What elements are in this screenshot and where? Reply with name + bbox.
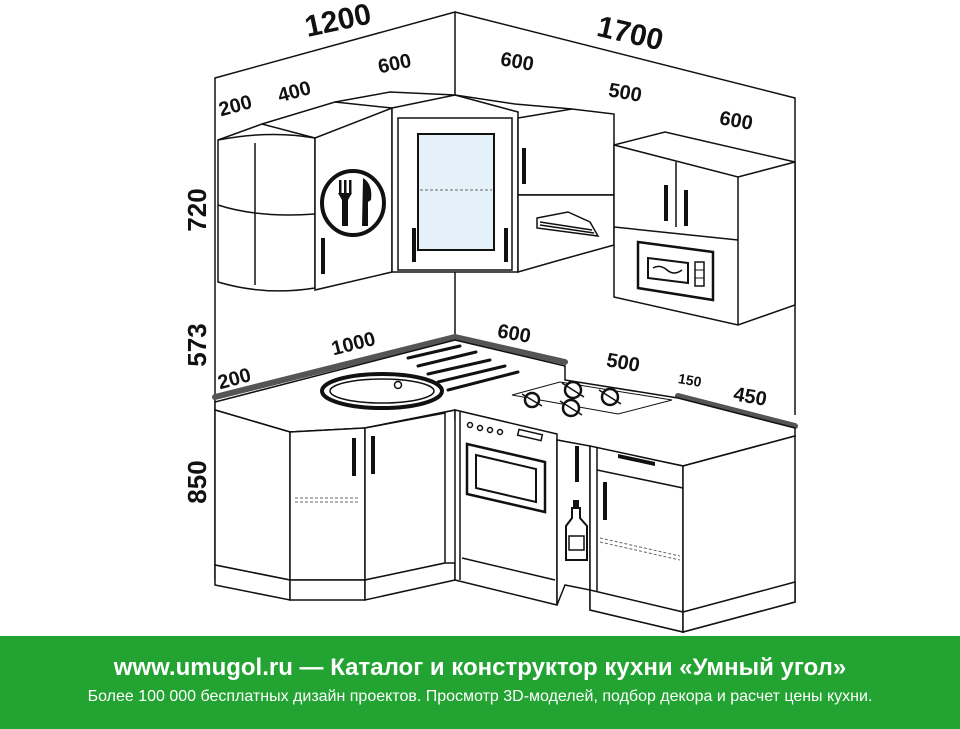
- cabinet-handle: [684, 190, 688, 226]
- kitchen-drawing: 1200 1700 200 400 600 600 500 600 720 57…: [182, 0, 798, 633]
- base-cabinet-corner: [289, 412, 456, 601]
- dimension-labels: 1200 1700 200 400 600 600 500 600 720 57…: [182, 0, 768, 504]
- dim-base-stove: 500: [605, 349, 642, 376]
- cabinet-handle: [504, 228, 508, 262]
- bottle-cabinet: [556, 439, 591, 606]
- footer-title: www.umugol.ru — Каталог и конструктор ку…: [113, 654, 847, 681]
- base-cabinet-left: [214, 408, 291, 601]
- dim-height-upper: 720: [182, 188, 212, 231]
- footer-subtitle: Более 100 000 бесплатных дизайн проектов…: [87, 688, 873, 705]
- dim-upper-left-shelf: 200: [216, 91, 254, 121]
- cabinet-handle: [371, 436, 375, 474]
- base-cabinet-right: [589, 435, 796, 633]
- dim-height-gap: 573: [182, 323, 212, 366]
- upper-right-cabinet: [613, 131, 796, 326]
- dim-height-base: 850: [182, 460, 212, 503]
- dim-upper-corner-left: 600: [376, 50, 413, 78]
- site-footer-banner: www.umugol.ru — Каталог и конструктор ку…: [0, 636, 960, 729]
- dim-upper-right-cabinet: 600: [718, 107, 755, 134]
- dim-upper-left-cabinet: 400: [275, 77, 313, 107]
- cabinet-handle: [664, 185, 668, 221]
- glass-panel: [417, 133, 495, 251]
- microwave-icon: [636, 240, 715, 302]
- upper-cabinet-cutlery: [261, 101, 393, 291]
- upper-corner-glass-cabinet: [334, 91, 573, 273]
- dim-base-bottle: 150: [677, 370, 703, 390]
- dim-upper-hood: 500: [607, 79, 644, 106]
- upper-hood-cabinet: [517, 108, 615, 196]
- sink: [320, 344, 520, 410]
- cabinet-handle: [352, 438, 356, 476]
- dim-base-right: 450: [732, 383, 769, 410]
- bottle-icon: [565, 500, 588, 561]
- upper-open-shelf: [217, 123, 316, 292]
- cabinet-handle: [321, 238, 325, 274]
- cabinet-handle: [412, 228, 416, 262]
- drain-board-grooves: [406, 344, 520, 392]
- oven-knobs: [466, 421, 504, 436]
- oven-window: [475, 453, 537, 504]
- cooktop: [511, 380, 673, 418]
- countertop-wall-edges: [212, 334, 798, 429]
- stove-oven: [454, 409, 558, 606]
- dim-upper-corner-right: 600: [499, 48, 536, 75]
- cabinet-handle: [603, 482, 607, 520]
- cutlery-icon: [320, 169, 386, 237]
- wall-right-outline: [454, 11, 796, 415]
- range-hood: [517, 194, 615, 273]
- cabinet-handle: [575, 446, 579, 482]
- cabinet-handle: [522, 148, 526, 184]
- dim-base-stove-corner: 600: [496, 320, 533, 347]
